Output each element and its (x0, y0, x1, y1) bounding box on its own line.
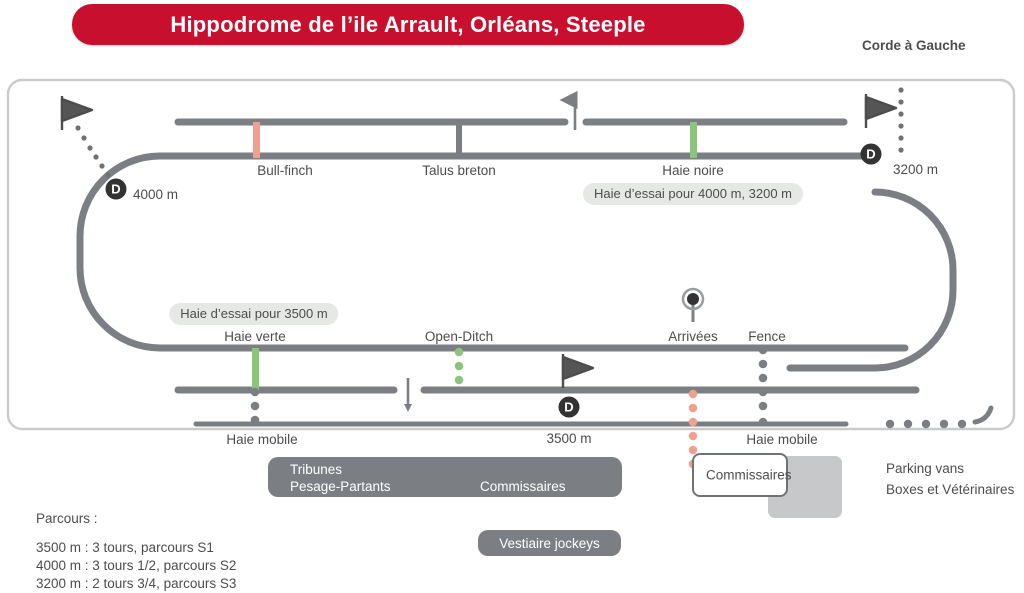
start-marker-d-3500: D (558, 396, 580, 418)
site-boundary (6, 78, 1016, 431)
legend-row-3500: 3500 m : 3 tours, parcours S1 (36, 540, 214, 555)
legend: Parcours : 3500 m : 3 tours, parcours S1… (36, 511, 236, 593)
orientation-note: Corde à Gauche (862, 38, 966, 53)
start-flag-icon-3500 (561, 354, 595, 388)
page-title-banner: Hippodrome de l’ile Arrault, Orléans, St… (72, 4, 744, 45)
marker-line-4000 (75, 125, 111, 178)
parking-notes: Parking vans Boxes et Vétérinaires (886, 458, 1014, 500)
label-arrivees: Arrivées (668, 329, 718, 344)
building-label-pesage-partants: Pesage-Partants (290, 479, 391, 494)
label-3200m: 3200 m (893, 162, 939, 177)
badge-haie-essai-3500: Haie d’essai pour 3500 m (169, 303, 339, 325)
label-bull-finch: Bull-finch (257, 163, 313, 178)
building-label-commissaires: Commissaires (480, 479, 566, 494)
obstacle-bull-finch (253, 122, 260, 158)
building-label-tribunes: Tribunes (290, 462, 343, 477)
label-4000m: 4000 m (133, 187, 179, 202)
obstacle-open-ditch (454, 347, 464, 385)
label-haie-mobile-left: Haie mobile (226, 432, 298, 447)
obstacle-haie-noire (690, 122, 697, 158)
dotted-exit-path (885, 405, 994, 429)
label-open-ditch: Open-Ditch (424, 329, 494, 344)
building-tribunes-block: Tribunes Pesage-Partants Commissaires (268, 457, 622, 497)
track-left-turn (76, 152, 262, 352)
label-3500m: 3500 m (546, 431, 592, 446)
start-flag-icon-4000 (60, 96, 94, 130)
building-commissaires-outline: Commissaires (692, 453, 792, 497)
building-label-commissaires-2: Commissaires (706, 467, 792, 483)
building-vestiaire-jockeys: Vestiaire jockeys (478, 530, 621, 556)
legend-row-3200: 3200 m : 2 tours 3/4, parcours S3 (36, 576, 237, 591)
obstacle-talus-breton (456, 122, 462, 158)
start-marker-d-3200: D (860, 143, 882, 165)
legend-row-4000: 4000 m : 3 tours 1/2, parcours S2 (36, 558, 237, 573)
label-fence: Fence (748, 329, 786, 344)
note-parking-vans: Parking vans (886, 461, 965, 476)
label-haie-noire: Haie noire (662, 163, 724, 178)
marker-line-3200 (898, 87, 904, 153)
label-haie-mobile-right: Haie mobile (746, 432, 818, 447)
legend-heading: Parcours : (36, 511, 98, 526)
arrivees-post-icon (681, 287, 705, 322)
track-right-turn (786, 188, 957, 372)
start-flag-icon-3200 (864, 94, 898, 128)
label-talus-breton: Talus breton (422, 163, 496, 178)
direction-arrow-down-head (404, 404, 412, 412)
label-haie-verte: Haie verte (224, 329, 286, 344)
badge-haie-essai-4000-3200: Haie d’essai pour 4000 m, 3200 m (582, 183, 804, 205)
obstacle-haie-mobile-left (250, 387, 260, 425)
page-title: Hippodrome de l’ile Arrault, Orléans, St… (170, 11, 646, 37)
start-marker-d-4000: D (105, 178, 127, 200)
obstacle-haie-verte (252, 348, 259, 392)
note-boxes-veterinaires: Boxes et Vétérinaires (886, 482, 1015, 497)
obstacle-fence (758, 345, 768, 427)
building-label-vestiaire-jockeys: Vestiaire jockeys (499, 535, 600, 551)
